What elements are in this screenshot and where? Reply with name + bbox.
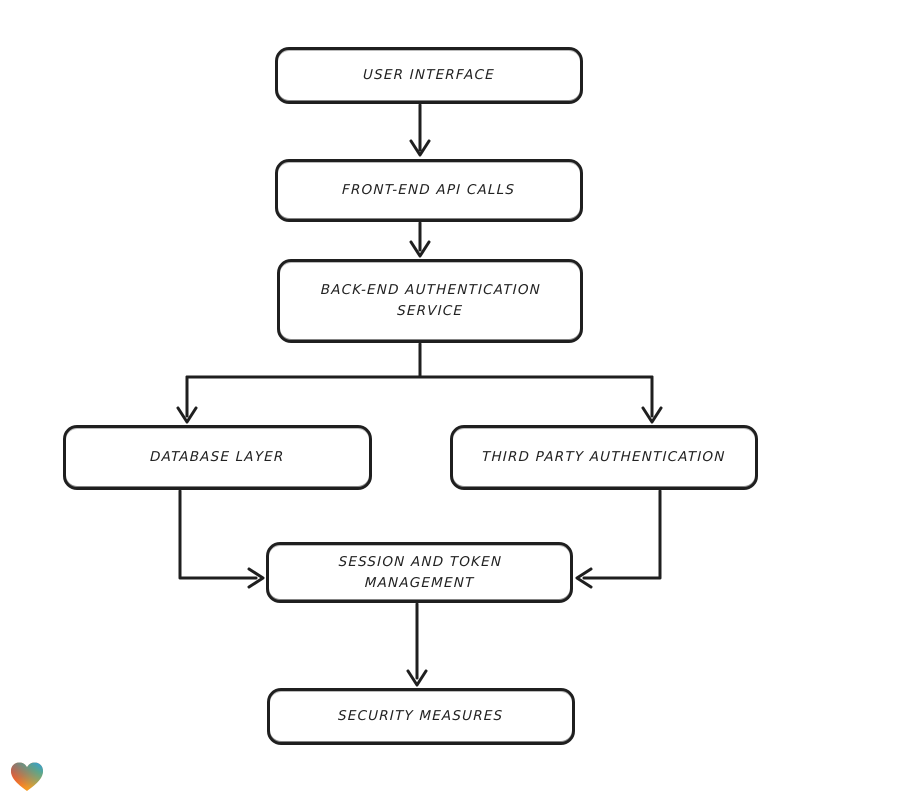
edge-back-end-branch [176, 342, 663, 424]
node-label: BACK-END AUTHENTICATION SERVICE [319, 282, 541, 319]
node-label: FRONT-END API CALLS [342, 182, 516, 199]
node-back-end-authentication-service[interactable]: BACK-END AUTHENTICATION SERVICE [277, 259, 583, 343]
edge-front-end-to-back-end [409, 221, 431, 258]
node-third-party-authentication[interactable]: THIRD PARTY AUTHENTICATION [450, 425, 758, 490]
node-session-and-token-management[interactable]: SESSION AND TOKEN MANAGEMENT [266, 542, 573, 603]
node-database-layer[interactable]: DATABASE LAYER [63, 425, 372, 490]
node-security-measures[interactable]: SECURITY MEASURES [267, 688, 575, 745]
node-front-end-api-calls[interactable]: FRONT-END API CALLS [275, 159, 583, 222]
edge-session-to-security [406, 602, 428, 687]
node-label: THIRD PARTY AUTHENTICATION [481, 449, 727, 466]
node-label: SESSION AND TOKEN MANAGEMENT [337, 553, 502, 591]
node-label: SECURITY MEASURES [338, 708, 504, 725]
heart-logo-icon[interactable] [9, 760, 45, 794]
node-user-interface[interactable]: USER INTERFACE [275, 47, 583, 104]
node-label: USER INTERFACE [362, 67, 496, 84]
node-label: DATABASE LAYER [149, 449, 286, 466]
edge-third-party-to-session [575, 489, 662, 589]
edge-user-interface-to-front-end [409, 103, 431, 157]
edge-database-to-session [178, 489, 265, 589]
